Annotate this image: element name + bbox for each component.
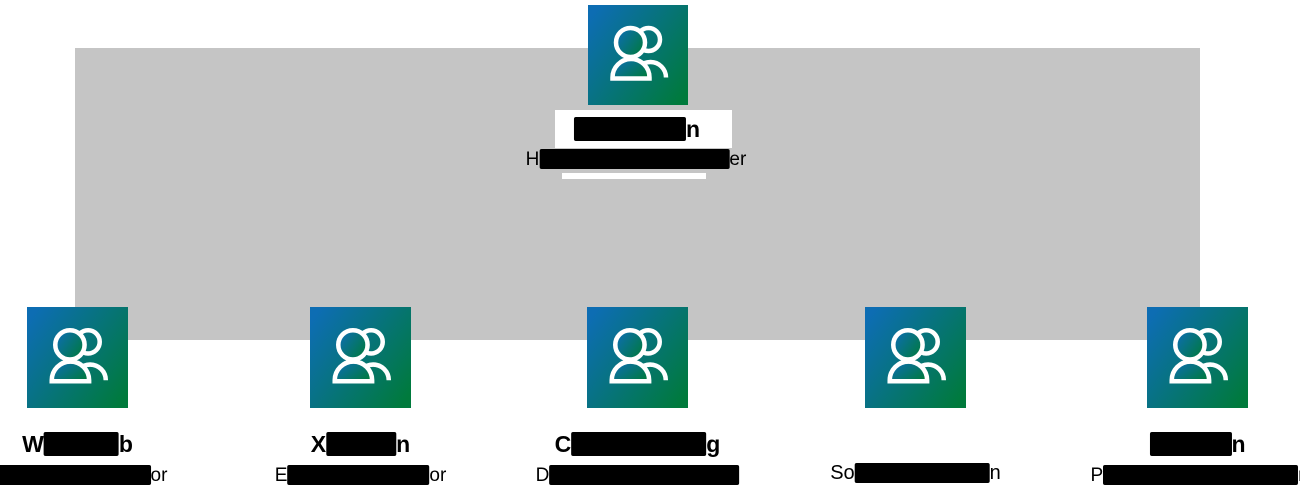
- root-title-suffix: er: [729, 149, 747, 170]
- people-icon: [587, 307, 688, 408]
- node-title-suffix: r: [1298, 465, 1300, 486]
- redaction-bar: [326, 432, 397, 456]
- root-name-suffix: n: [685, 116, 701, 142]
- redaction-bar: [287, 465, 430, 485]
- root-name: n: [573, 115, 701, 143]
- node-title-suffix: or: [150, 465, 168, 486]
- people-icon: [27, 307, 128, 408]
- redaction-bar: [571, 432, 707, 456]
- node-title: D: [536, 464, 740, 487]
- root-title-prefix: H: [525, 149, 540, 170]
- redaction-bar: [1149, 432, 1232, 456]
- node-title-prefix: D: [535, 465, 550, 486]
- redaction-bar: [43, 432, 119, 456]
- node-title-prefix: P: [1090, 465, 1104, 486]
- redaction-bar: [0, 465, 151, 485]
- node-title-suffix: or: [429, 465, 447, 486]
- node-name-prefix: X: [310, 431, 327, 457]
- redaction-bar: [1103, 465, 1299, 485]
- node-title-prefix: So: [830, 462, 855, 484]
- redaction-bar: [573, 117, 686, 141]
- root-label-strip: [562, 173, 706, 179]
- redaction-bar: [854, 463, 990, 483]
- people-icon: [1147, 307, 1248, 408]
- node-name: n: [1149, 430, 1246, 458]
- node-name-prefix: C: [554, 431, 572, 457]
- redaction-bar: [549, 465, 740, 485]
- node-name-suffix: g: [706, 431, 721, 457]
- node-name-suffix: b: [118, 431, 133, 457]
- people-icon: [310, 307, 411, 408]
- people-icon: [865, 307, 966, 408]
- node-title-prefix: E: [274, 465, 288, 486]
- node-title: or: [0, 464, 167, 487]
- redaction-bar: [539, 149, 730, 169]
- node-name-prefix: W: [22, 431, 44, 457]
- node-title-suffix: n: [989, 462, 1001, 484]
- node-title: So n: [830, 462, 1001, 485]
- node-name-suffix: n: [1231, 431, 1246, 457]
- node-name-suffix: n: [396, 431, 411, 457]
- people-icon: [588, 5, 688, 105]
- node-title: Pr: [1090, 464, 1300, 487]
